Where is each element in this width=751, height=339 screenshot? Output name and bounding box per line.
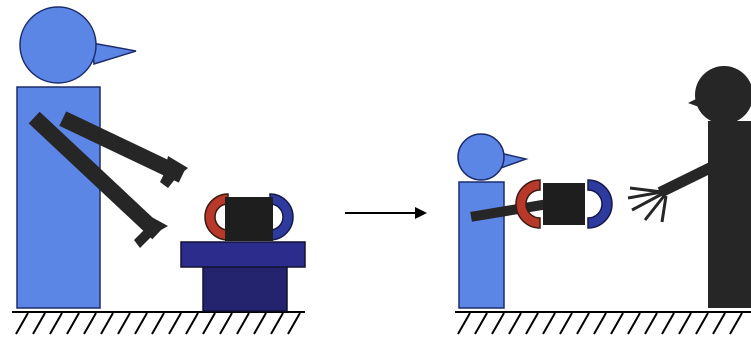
ground-hatch <box>101 313 113 334</box>
left-robot-body <box>17 87 100 308</box>
ground-hatch <box>679 313 691 334</box>
ground-hatch <box>458 313 470 334</box>
ground-hatch <box>67 313 79 334</box>
human-figure <box>628 66 751 308</box>
ground-hatch <box>526 313 538 334</box>
left-panel <box>12 7 305 334</box>
right-robot-body <box>459 182 504 308</box>
ground-hatch <box>220 313 232 334</box>
ground-hatch <box>713 313 725 334</box>
table-top <box>181 242 305 267</box>
ground-hatch <box>50 313 62 334</box>
ground-hatch <box>696 313 708 334</box>
ground-hatch <box>492 313 504 334</box>
table <box>181 242 305 311</box>
left-ground <box>12 312 305 334</box>
transition-arrow <box>345 207 427 219</box>
human-body <box>708 121 751 308</box>
object-block-left <box>225 197 273 241</box>
ground-hatch <box>84 313 96 334</box>
ground-hatch <box>203 313 215 334</box>
object-on-table <box>205 194 293 241</box>
magnet-blue-right <box>588 180 612 228</box>
human-head <box>695 66 751 124</box>
ground-hatch <box>237 313 249 334</box>
left-ground-hatches <box>16 313 300 334</box>
magnet-red-left <box>205 194 228 240</box>
ground-hatch <box>543 313 555 334</box>
ground-hatch <box>254 313 266 334</box>
magnet-blue-left <box>270 194 293 240</box>
left-robot-head <box>20 7 96 83</box>
right-robot-head <box>458 134 504 180</box>
ground-hatch <box>611 313 623 334</box>
ground-hatch <box>594 313 606 334</box>
ground-hatch <box>118 313 130 334</box>
table-base <box>203 266 287 311</box>
ground-hatch <box>730 313 742 334</box>
ground-hatch <box>577 313 589 334</box>
human-hand-icon <box>628 188 666 222</box>
ground-hatch <box>475 313 487 334</box>
right-arrow-icon <box>415 207 427 219</box>
right-ground-hatches <box>458 313 742 334</box>
ground-hatch <box>628 313 640 334</box>
ground-hatch <box>135 313 147 334</box>
ground-hatch <box>152 313 164 334</box>
ground-hatch <box>288 313 300 334</box>
object-block-right <box>543 183 585 225</box>
ground-hatch <box>645 313 657 334</box>
ground-hatch <box>16 313 28 334</box>
ground-hatch <box>509 313 521 334</box>
ground-hatch <box>186 313 198 334</box>
ground-hatch <box>33 313 45 334</box>
ground-hatch <box>271 313 283 334</box>
ground-hatch <box>169 313 181 334</box>
right-ground <box>455 312 751 334</box>
ground-hatch <box>662 313 674 334</box>
right-panel <box>455 66 751 334</box>
ground-hatch <box>560 313 572 334</box>
left-robot-beak <box>92 43 136 64</box>
